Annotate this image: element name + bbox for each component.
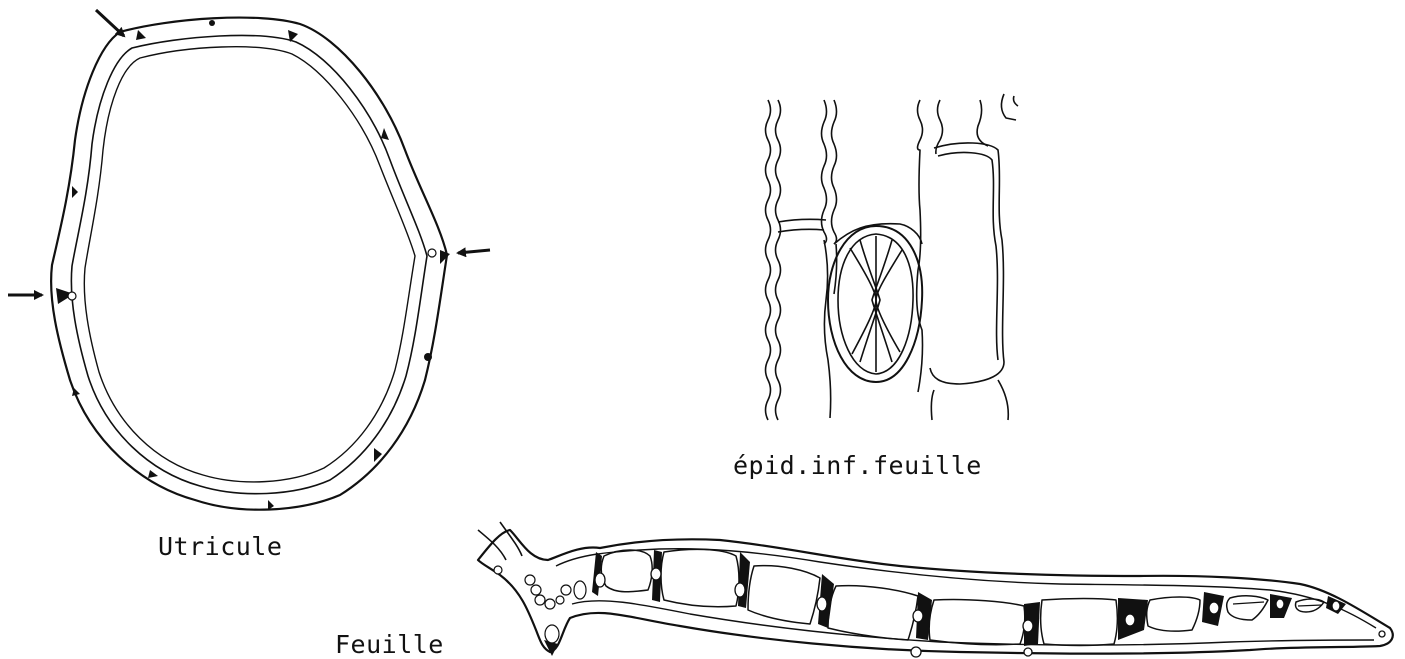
leaf-drawing (478, 522, 1393, 657)
epidermis-caption: épid.inf.feuille (733, 451, 982, 480)
leaf-dark-tissue (544, 550, 1346, 656)
utricule-drawing (51, 18, 450, 510)
utricule-inner-wall (71, 35, 427, 493)
leaf-outline (478, 530, 1393, 654)
arrow-icon (458, 250, 490, 253)
leaf-caption: Feuille (335, 630, 444, 659)
utricule-lumen (84, 47, 415, 482)
utricule-outer-wall (51, 18, 447, 510)
arrow-icon (8, 10, 490, 295)
utricule-caption: Utricule (158, 532, 282, 561)
arrow-icon (96, 10, 124, 36)
epidermis-drawing (766, 94, 1019, 420)
